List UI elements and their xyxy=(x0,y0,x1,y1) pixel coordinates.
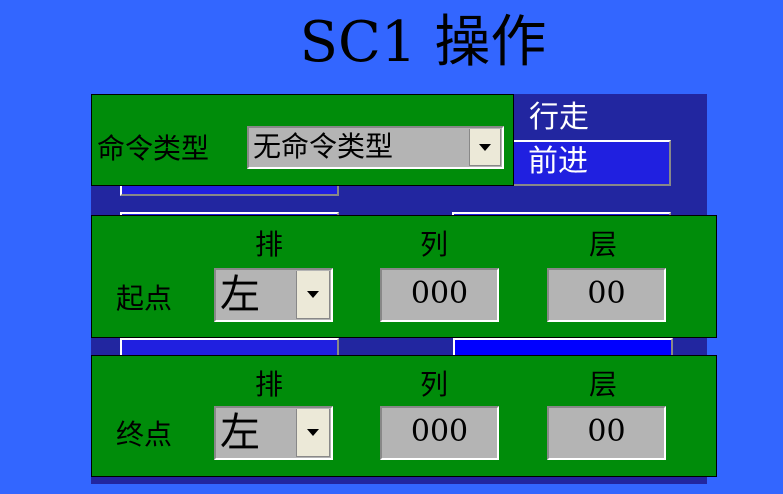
end-layer-field[interactable]: 00 xyxy=(547,406,666,460)
end-panel: 排 列 层 终点 左 000 00 xyxy=(91,355,717,477)
start-row-value: 左 xyxy=(220,272,260,318)
start-row-select[interactable]: 左 xyxy=(214,268,333,322)
row-header: 排 xyxy=(255,368,284,401)
command-select[interactable]: 无命令类型 xyxy=(247,126,504,169)
motion-type: 行走 xyxy=(529,100,589,135)
end-row-select[interactable]: 左 xyxy=(214,406,333,460)
start-label: 起点 xyxy=(116,282,173,315)
layer-header: 层 xyxy=(589,368,618,401)
layer-header: 层 xyxy=(589,228,618,261)
start-layer-field[interactable]: 00 xyxy=(547,268,666,322)
start-panel: 排 列 层 起点 左 000 00 xyxy=(91,215,717,338)
end-col-field[interactable]: 000 xyxy=(380,406,499,460)
command-value: 无命令类型 xyxy=(253,130,394,163)
end-row-value: 左 xyxy=(220,410,260,456)
page-title: SC1 操作 xyxy=(299,10,547,75)
col-header: 列 xyxy=(420,228,449,261)
row-header: 排 xyxy=(255,228,284,261)
command-panel: 命令类型 无命令类型 xyxy=(91,94,514,186)
start-col-field[interactable]: 000 xyxy=(380,268,499,322)
chevron-down-icon[interactable] xyxy=(469,129,501,166)
command-label: 命令类型 xyxy=(97,132,210,165)
end-label: 终点 xyxy=(116,418,173,451)
chevron-down-icon[interactable] xyxy=(296,409,330,457)
direction-label: 前进 xyxy=(528,144,588,179)
col-header: 列 xyxy=(420,368,449,401)
direction-button[interactable]: 前进 xyxy=(512,140,671,186)
chevron-down-icon[interactable] xyxy=(296,271,330,319)
